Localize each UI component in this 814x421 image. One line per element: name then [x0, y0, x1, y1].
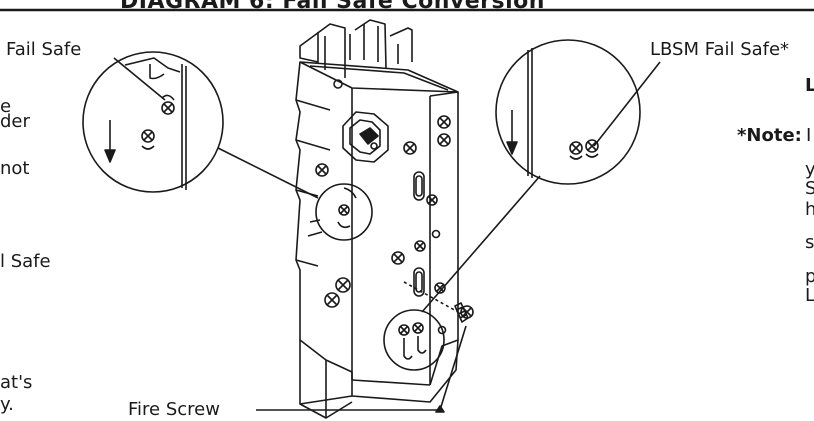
left-text-line-2: der	[0, 111, 30, 132]
body-detail-circle-lower	[383, 309, 445, 371]
fire-screw-drawing	[454, 302, 474, 323]
left-text-line-3: not	[0, 158, 30, 179]
top-flange	[299, 19, 387, 78]
body-screws	[307, 115, 451, 308]
note-line-4: h	[805, 199, 814, 220]
left-text-line-6: y.	[0, 394, 14, 415]
note-line-7: L	[805, 285, 814, 306]
note-line-1: I	[806, 125, 812, 146]
note-label: *Note:	[737, 125, 802, 146]
left-text-line-5: at's	[0, 372, 33, 393]
lbsm-inset-circle	[495, 39, 641, 185]
right-face	[429, 92, 459, 386]
body-detail-circle-upper	[315, 183, 373, 241]
left-text-line-4: l Safe	[0, 251, 51, 272]
fail-safe-inset-circle	[82, 51, 224, 193]
fail-safe-label: Fail Safe	[6, 39, 82, 60]
right-heading-letter: L	[805, 75, 814, 96]
fire-screw-label: Fire Screw	[128, 399, 220, 420]
lbsm-fail-safe-label: LBSM Fail Safe*	[650, 39, 790, 60]
note-line-2: y	[805, 159, 814, 180]
left-face	[295, 61, 353, 373]
note-line-6: p	[805, 266, 814, 287]
diagram-title: DIAGRAM 6: Fail Safe Conversion	[120, 0, 545, 14]
spindle-boss	[342, 111, 389, 163]
left-text-line-1: e	[0, 96, 12, 117]
note-line-3: S	[805, 178, 814, 199]
note-line-5: s	[805, 232, 814, 253]
